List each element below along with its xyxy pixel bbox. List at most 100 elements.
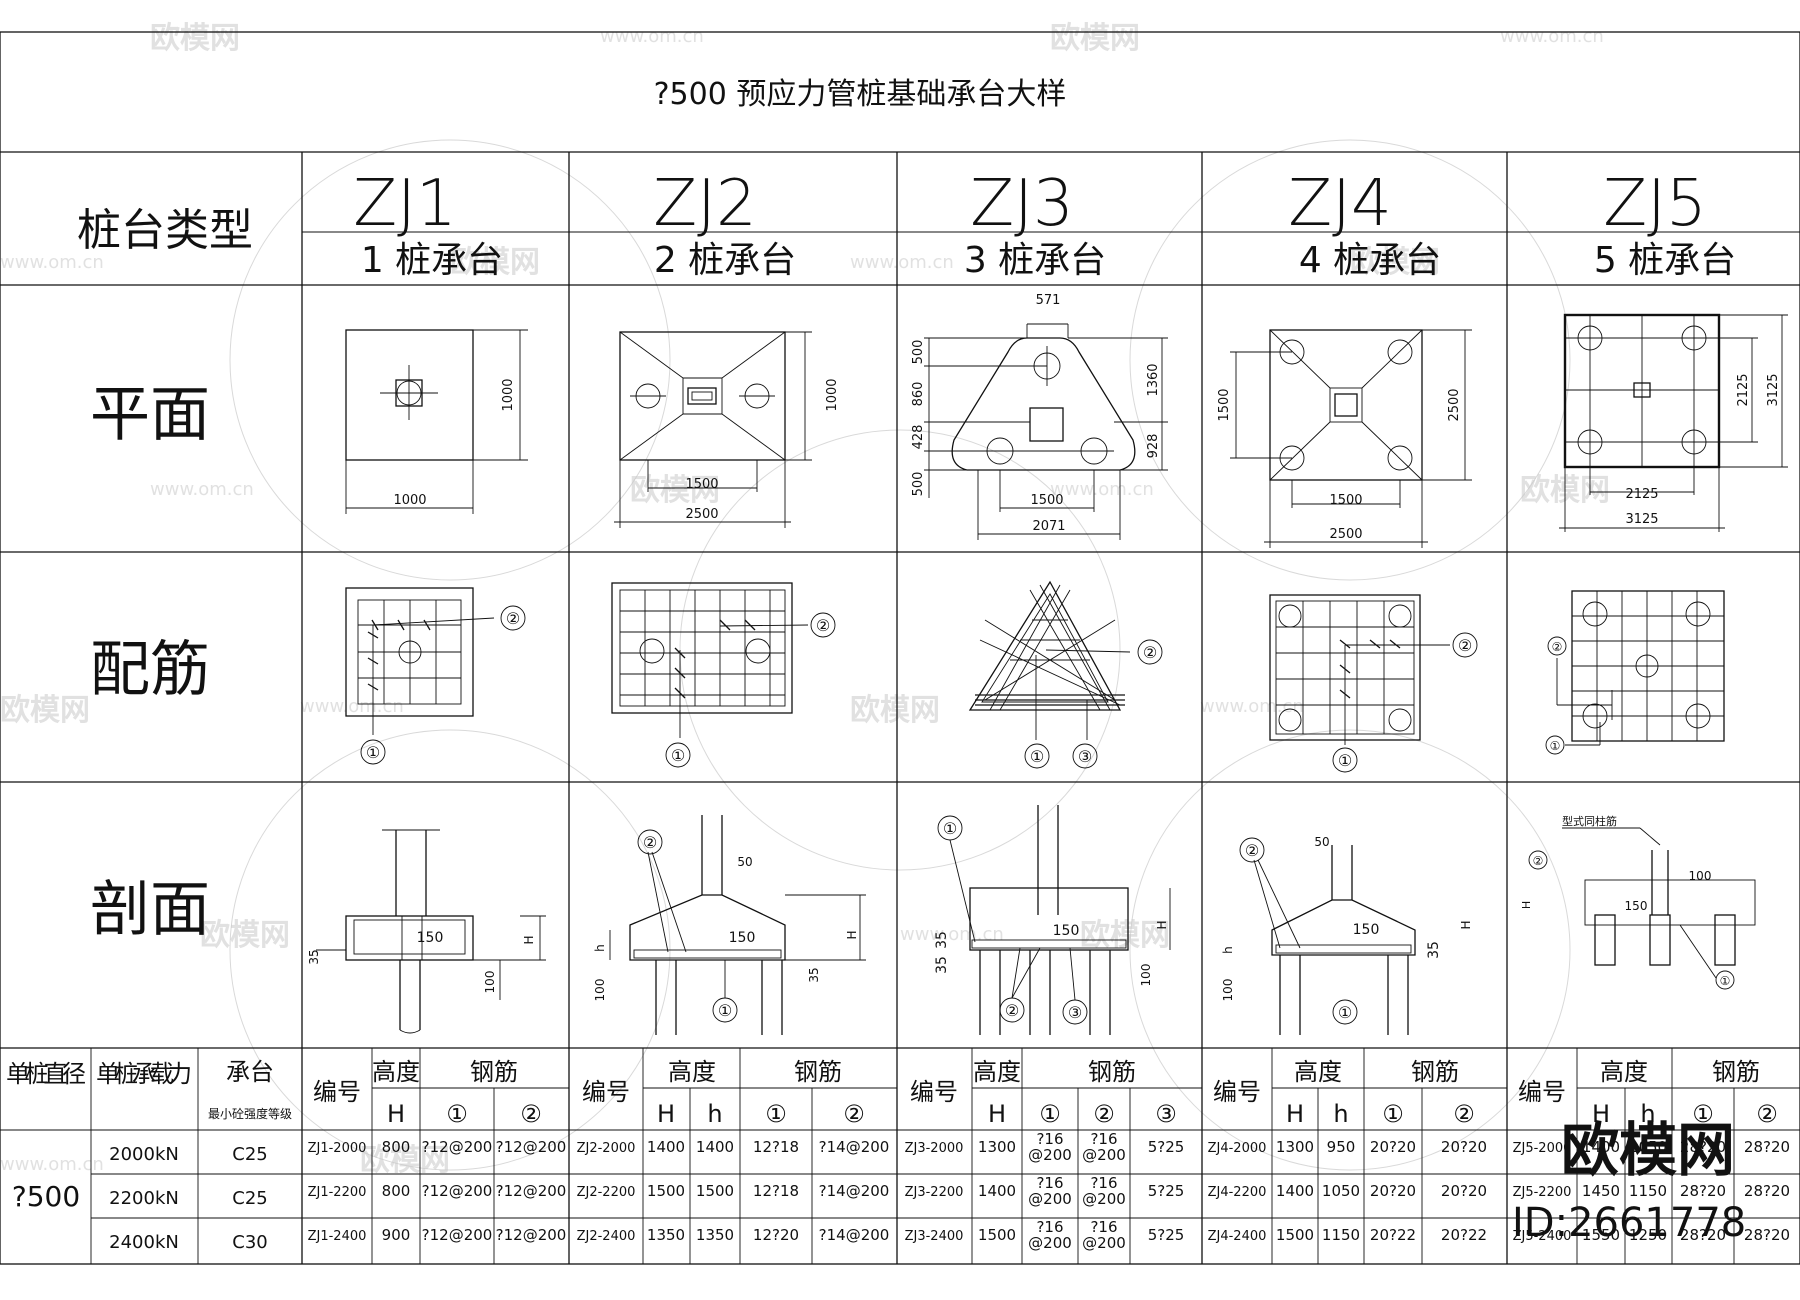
section-label: 100	[593, 979, 607, 1002]
zj4-table-cell: ZJ4-2400	[1208, 1229, 1267, 1244]
rebar-mark: ①	[1338, 1003, 1352, 1022]
dim-label: 1500	[1030, 493, 1063, 508]
zj3-section: ① ② ③ 150 H 35 35 100	[934, 805, 1171, 1035]
section-label: H	[522, 935, 536, 944]
col-header-H: H	[387, 1100, 405, 1128]
col-header-H: H	[1286, 1100, 1304, 1128]
col-header-m1: ①	[765, 1100, 787, 1128]
watermark-id: ID:2661778	[1512, 1200, 1746, 1246]
section-label: 150	[417, 930, 444, 946]
dim-label: 860	[911, 382, 926, 407]
zj1-table-cell: ZJ1-2000	[308, 1141, 367, 1156]
watermark-site: www.om.cn	[1500, 26, 1604, 47]
zj3-table-cell: ZJ3-2400	[905, 1229, 964, 1244]
zj3-table-cell: ZJ3-2000	[905, 1141, 964, 1156]
zj4-rebar: ① ②	[1269, 594, 1478, 773]
col-header-h: h	[707, 1100, 722, 1128]
section-label: 35	[307, 949, 321, 964]
type-subtitle: 4 桩承台	[1299, 240, 1441, 281]
type-code: ZJ5	[1603, 167, 1706, 241]
zj2-table-cell: 12?20	[753, 1226, 799, 1244]
zj3-table-cell: ZJ3-2200	[905, 1185, 964, 1200]
zj4-table-cell: 1050	[1322, 1182, 1360, 1200]
col-header-code: 编号	[910, 1078, 958, 1106]
col-header-m2: ②	[1093, 1100, 1115, 1128]
rebar-mark: ①	[718, 1001, 732, 1020]
section-label: H	[1459, 920, 1473, 929]
zj2-section: ② ① 150 50 H h 100 35	[593, 815, 866, 1035]
zj5-table-cell: 28?20	[1744, 1226, 1790, 1244]
zj5-table-cell: 28?20	[1680, 1138, 1726, 1156]
watermark-brand: 欧模网	[360, 1143, 450, 1178]
zj3-table-cell: ?16@200	[1028, 1218, 1072, 1252]
zj1-table-cell: ?12@200	[422, 1138, 493, 1156]
zj2-table-cell: 1350	[696, 1226, 734, 1244]
watermark-site: www.om.cn	[300, 696, 404, 717]
zj5-table-cell: 1050	[1629, 1138, 1667, 1156]
col-header-code: 编号	[1518, 1078, 1566, 1106]
zj5-table-cell: 1250	[1629, 1226, 1667, 1244]
col-header-m1: ①	[1692, 1100, 1714, 1128]
rebar-mark: ②	[1143, 643, 1157, 662]
zj1-table-cell: ?12@200	[496, 1182, 567, 1200]
pile-diameter-value: ?500	[12, 1180, 80, 1213]
zj3-table-cell: 1400	[978, 1182, 1016, 1200]
zj3-plan: 571 500 860 428 500 1360 928 1500 2071	[911, 293, 1168, 540]
zj1-rebar: ① ②	[345, 587, 526, 765]
watermark-brand: 欧模网	[450, 245, 540, 280]
type-code: ZJ4	[1288, 167, 1391, 241]
rebar-mark: ③	[1068, 1003, 1082, 1022]
type-code: ZJ3	[970, 167, 1073, 241]
section-label: 35	[1426, 941, 1442, 959]
zj3-table-cell: ?16@200	[1082, 1130, 1126, 1164]
zj4-plan: 1500 2500 1500 2500	[1217, 329, 1472, 548]
table-frame	[0, 31, 1800, 1265]
section-label: 35	[934, 956, 950, 974]
rebar-mark: ②	[643, 833, 657, 852]
zj1-plan: 1000 1000	[345, 329, 528, 514]
zj2-table-cell: ?14@200	[819, 1138, 890, 1156]
zj5-table-cell: 28?20	[1744, 1138, 1790, 1156]
watermark-brand: 欧模网	[1050, 21, 1140, 56]
dim-label: 1000	[825, 378, 840, 411]
watermark-brand: 欧模网	[0, 693, 90, 728]
watermark-site: www.om.cn	[150, 479, 254, 500]
zj5-table-cell: 1550	[1582, 1226, 1620, 1244]
rebar-mark: ②	[1005, 1001, 1019, 1020]
section-label: 150	[1053, 923, 1080, 939]
zj5-section: 型式同柱筋 ② ① 150 100 H	[1520, 814, 1756, 990]
zj2-table-cell: 12?18	[753, 1182, 799, 1200]
rebar-mark: ①	[366, 743, 380, 762]
capacity-cell: 2000kN	[109, 1144, 179, 1165]
zj3-table-cell: 1500	[978, 1226, 1016, 1244]
dim-label: 1000	[393, 493, 426, 508]
rebar-mark: ②	[1552, 640, 1563, 654]
brand-watermark: 欧模网 ID:2661778	[1512, 1116, 1746, 1246]
table-header-grade-sub: 最小砼强度等级	[208, 1106, 292, 1121]
watermark-site: www.om.cn	[0, 1154, 104, 1175]
zj2-table-cell: ?14@200	[819, 1182, 890, 1200]
rebar-mark: ①	[1720, 974, 1731, 988]
zj2-table-cell: 1350	[647, 1226, 685, 1244]
zj1-table-cell: ZJ1-2200	[308, 1185, 367, 1200]
dim-label: 3125	[1625, 512, 1658, 527]
zj5-table-cell: 1150	[1629, 1182, 1667, 1200]
col-header-m3: ③	[1155, 1100, 1177, 1128]
col-header-m2: ②	[1756, 1100, 1778, 1128]
type-code: ZJ2	[653, 167, 756, 241]
zj2-table-cell: ?14@200	[819, 1226, 890, 1244]
col-header-code: 编号	[582, 1078, 630, 1106]
watermark-site: www.om.cn	[1200, 696, 1304, 717]
section-label: 50	[737, 855, 752, 869]
zj4-table-cell: 1300	[1276, 1138, 1314, 1156]
zj1-table-cell: 800	[382, 1182, 411, 1200]
dim-label: 2500	[1447, 388, 1462, 421]
col-header-height: 高度	[1294, 1058, 1342, 1086]
rebar-mark: ①	[943, 819, 957, 838]
type-subtitle: 1 桩承台	[361, 240, 503, 281]
zj4-table-cell: 1400	[1276, 1182, 1314, 1200]
zj2-table-cell: ZJ2-2000	[577, 1141, 636, 1156]
watermark-brand: 欧模网	[200, 918, 290, 953]
